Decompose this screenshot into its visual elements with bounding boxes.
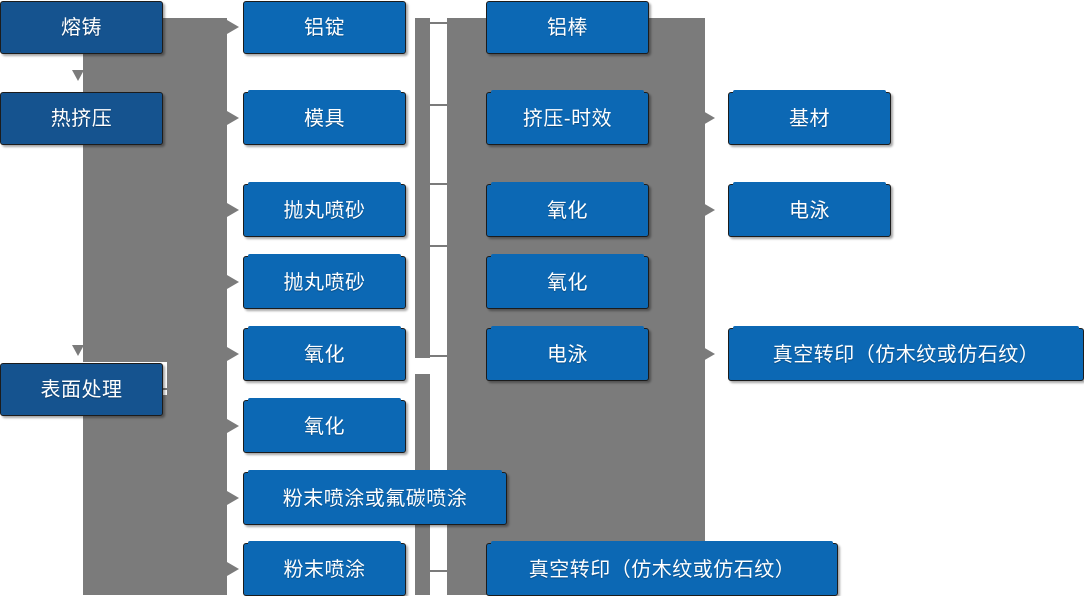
stage-hot-extrusion[interactable]: 热挤压: [0, 92, 163, 145]
node-base-material[interactable]: 基材: [728, 90, 891, 145]
arrow-to-shot-blasting-1: [227, 203, 239, 217]
connector-tick-surface: [163, 388, 185, 390]
arrow-to-shot-blasting-2: [227, 275, 239, 289]
arrow-down-to-surface-treatment: [72, 345, 84, 356]
arrow-to-vacuum-transfer-out: [703, 347, 715, 361]
connector-tick-1: [430, 22, 455, 24]
connector-rail-mid: [415, 18, 430, 358]
stage-melting-casting[interactable]: 熔铸: [0, 1, 163, 54]
arrow-to-aluminum-ingot: [227, 20, 239, 34]
node-electrophoresis-1[interactable]: 电泳: [486, 326, 649, 381]
connector-tick-2: [430, 104, 455, 106]
node-shot-blasting-2[interactable]: 抛丸喷砂: [243, 254, 406, 309]
node-oxidation-2[interactable]: 氧化: [243, 398, 406, 453]
arrow-to-base-material: [703, 111, 715, 125]
connector-tick-3: [430, 183, 455, 185]
connector-tick-5: [430, 355, 455, 357]
arrow-to-powder-or-fluorocarbon: [227, 491, 239, 505]
connector-tick-6: [430, 570, 455, 572]
arrow-to-oxidation-2: [227, 419, 239, 433]
arrow-down-to-hot-extrusion: [72, 70, 84, 81]
connector-tick-4: [430, 245, 455, 247]
node-aluminum-bar[interactable]: 铝棒: [486, 1, 649, 54]
arrow-to-oxidation-1: [227, 347, 239, 361]
node-vacuum-transfer-2[interactable]: 真空转印（仿木纹或仿石纹）: [728, 326, 1084, 381]
arrow-to-electrophoresis-out: [703, 203, 715, 217]
node-vacuum-transfer-1[interactable]: 真空转印（仿木纹或仿石纹）: [486, 541, 838, 596]
node-aluminum-ingot[interactable]: 铝锭: [243, 1, 406, 54]
node-oxidation-4[interactable]: 氧化: [486, 254, 649, 309]
node-electrophoresis-2[interactable]: 电泳: [728, 182, 891, 237]
node-die[interactable]: 模具: [243, 90, 406, 145]
arrow-to-powder-coating: [227, 562, 239, 576]
stage-surface-treatment[interactable]: 表面处理: [0, 363, 163, 416]
node-oxidation-3[interactable]: 氧化: [486, 182, 649, 237]
node-powder-coating[interactable]: 粉末喷涂: [243, 541, 406, 596]
node-powder-or-fluorocarbon[interactable]: 粉末喷涂或氟碳喷涂: [243, 470, 507, 525]
node-extrusion-aging[interactable]: 挤压-时效: [486, 90, 649, 145]
arrow-to-die: [227, 111, 239, 125]
node-shot-blasting-1[interactable]: 抛丸喷砂: [243, 182, 406, 237]
node-oxidation-1[interactable]: 氧化: [243, 326, 406, 381]
